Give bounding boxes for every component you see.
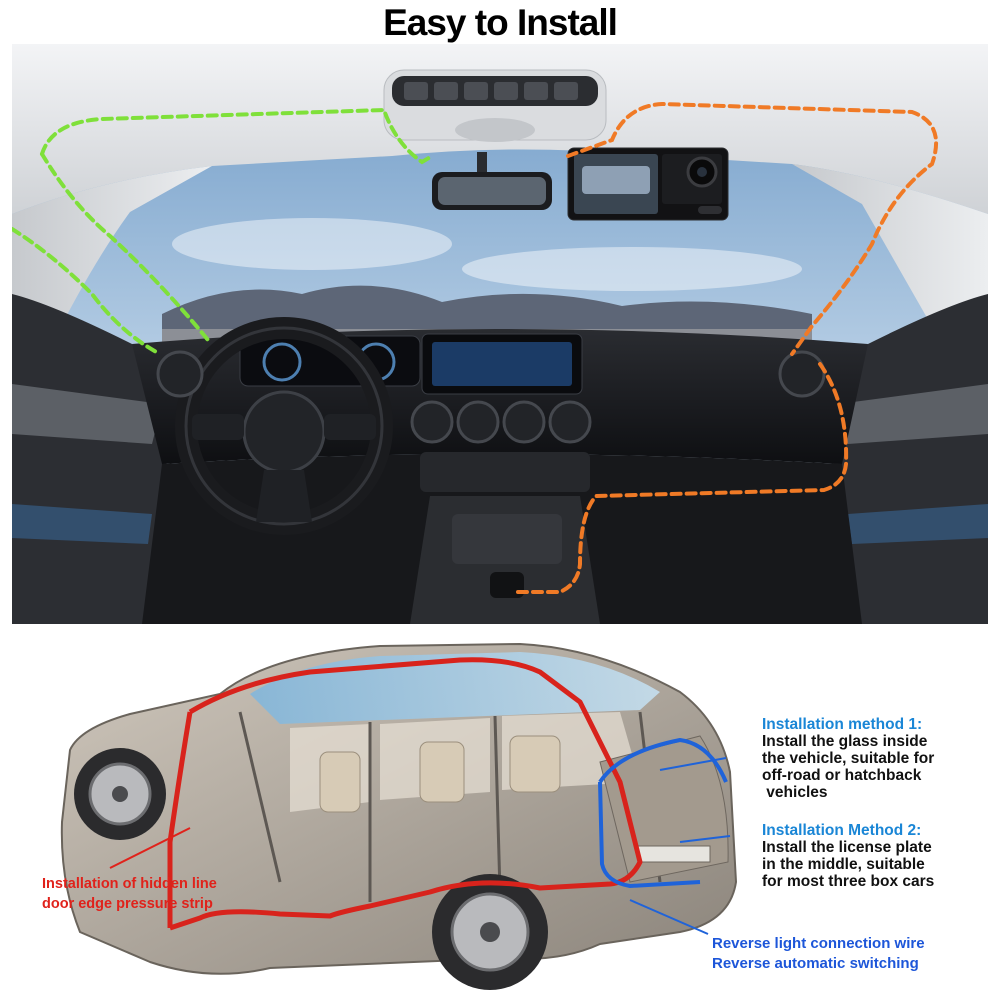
reverse-light-label: Reverse light connection wire Reverse au… — [712, 934, 925, 974]
installation-method-2-label: Installation Method 2: Install the licen… — [762, 822, 934, 890]
method-1-line: vehicles — [762, 784, 828, 801]
method-2-line: in the middle, suitable — [762, 856, 925, 873]
method-1-line: Install the glass inside — [762, 733, 928, 750]
car-cutaway-illustration — [60, 642, 738, 990]
method-1-line: the vehicle, suitable for — [762, 750, 935, 767]
installation-method-1-label: Installation method 1: Install the glass… — [762, 716, 934, 801]
reverse-light-text: Reverse automatic switching — [712, 955, 919, 972]
method-1-heading: Installation method 1: — [762, 716, 923, 733]
cabin-photo — [12, 44, 988, 624]
hidden-line-text: Installation of hidden line — [42, 876, 217, 892]
hidden-line-text: door edge pressure strip — [42, 896, 213, 912]
method-2-line: Install the license plate — [762, 839, 932, 856]
reverse-light-text: Reverse light connection wire — [712, 935, 925, 952]
page-title: Easy to Install — [383, 2, 618, 43]
method-2-heading: Installation Method 2: — [762, 822, 922, 839]
method-1-line: off-road or hatchback — [762, 767, 922, 784]
hidden-line-label: Installation of hidden line door edge pr… — [42, 874, 217, 914]
method-2-line: for most three box cars — [762, 873, 935, 890]
